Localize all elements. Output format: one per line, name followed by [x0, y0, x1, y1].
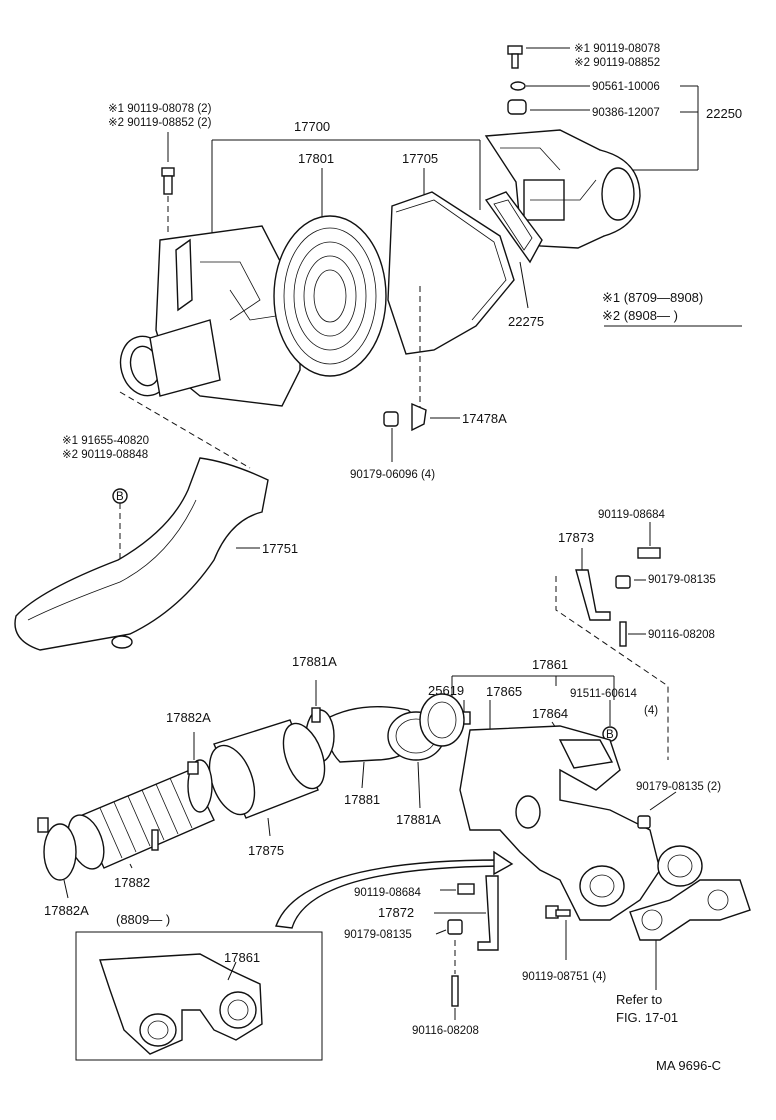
gasket-22275 [484, 191, 543, 309]
label-17861-a: 17861 [532, 657, 568, 672]
legend-1: ※1 (8709—8908) [602, 290, 703, 305]
stud-90116-08208-a [619, 621, 627, 647]
clamp-17881A-b [419, 693, 465, 747]
label-90179-06096: 90179-06096 (4) [350, 469, 435, 481]
figure-code: MA 9696-C [656, 1058, 721, 1073]
nut-90179-08135-b [447, 919, 463, 935]
label-17882: 17882 [114, 875, 150, 890]
label-90119-08684-a: 90119-08684 [598, 509, 666, 521]
nut-and-wingnut [383, 402, 460, 462]
label-17882A-b: 17882A [44, 903, 89, 918]
label-90119-08751: 90119-08751 (4) [522, 971, 606, 983]
stud-90116-08208-b [451, 975, 459, 1007]
bolt-top-left [161, 167, 175, 232]
label-inset-range: (8809— ) [116, 912, 170, 927]
label-91511: 91511-60614 [570, 688, 638, 700]
label-17865: 17865 [486, 684, 522, 699]
air-cleaner-case [119, 225, 301, 407]
label-bolt-top-a: ※1 90119-08078 [574, 43, 660, 55]
clamp-17882A-b [37, 817, 77, 899]
label-91511-qty: (4) [644, 705, 658, 717]
label-17873: 17873 [558, 530, 594, 545]
label-90179-08135-b: 90179-08135 [344, 929, 412, 941]
label-17875: 17875 [248, 843, 284, 858]
resonator-17875 [208, 719, 326, 819]
label-17861-b: 17861 [224, 950, 260, 965]
label-bolt-top-b: ※2 90119-08852 [574, 57, 660, 69]
label-90116-08208-b: 90116-08208 [412, 1025, 479, 1037]
air-filter-element [273, 215, 387, 377]
bolt-top-right [507, 45, 699, 171]
label-22250: 22250 [706, 106, 742, 121]
label-90386: 90386-12007 [592, 107, 660, 119]
label-duct-bolt-a: ※1 91655-40820 [62, 435, 149, 447]
manifold-gasket [629, 879, 751, 941]
hose-17881 [323, 706, 445, 763]
intake-manifold [459, 725, 703, 921]
label-22275: 22275 [508, 314, 544, 329]
label-17882A-a: 17882A [166, 710, 211, 725]
label-90179-08135-a: 90179-08135 [648, 574, 716, 586]
bracket-17872 [477, 875, 499, 951]
label-refer-1: Refer to [616, 992, 662, 1007]
label-17881A-a: 17881A [292, 654, 337, 669]
marker-b-label: B [116, 491, 124, 503]
label-17478A: 17478A [462, 411, 507, 426]
label-17881A-b: 17881A [396, 812, 441, 827]
label-90179-08135-2: 90179-08135 (2) [636, 781, 721, 793]
air-cleaner-cap [387, 191, 515, 355]
air-intake-duct [14, 457, 269, 651]
label-duct-bolt-b: ※2 90119-08848 [62, 449, 148, 461]
label-17700: 17700 [294, 119, 330, 134]
nut-90179-08135-a [615, 575, 631, 589]
label-17864: 17864 [532, 706, 568, 721]
marker-b-label-2: B [606, 729, 614, 741]
label-90561: 90561-10006 [592, 81, 660, 93]
label-17881: 17881 [344, 792, 380, 807]
label-17801: 17801 [298, 151, 334, 166]
bolt-90119-08684-b [457, 883, 475, 895]
bracket-17873 [575, 569, 611, 621]
clamp-17882A-a [187, 732, 213, 813]
label-17872: 17872 [378, 905, 414, 920]
label-90119-08684-b: 90119-08684 [354, 887, 422, 899]
label-90116-08208-a: 90116-08208 [648, 629, 715, 641]
bolt-90119-08684-a [637, 547, 661, 559]
label-bolt-left-b: ※2 90119-08852 (2) [108, 117, 212, 129]
label-bolt-left-a: ※1 90119-08078 (2) [108, 103, 212, 115]
label-17705: 17705 [402, 151, 438, 166]
inset-box [75, 931, 323, 1061]
legend-2: ※2 (8908— ) [602, 308, 678, 323]
hose-17882 [67, 769, 215, 870]
marker-b-top: B [112, 488, 128, 560]
label-refer-2: FIG. 17-01 [616, 1010, 678, 1025]
label-17751: 17751 [262, 541, 298, 556]
arrow-to-inset [275, 850, 514, 929]
inset-manifold [99, 953, 263, 1055]
marker-b-bottom: B [602, 700, 618, 742]
nut-90179-08135-2 [637, 815, 651, 829]
